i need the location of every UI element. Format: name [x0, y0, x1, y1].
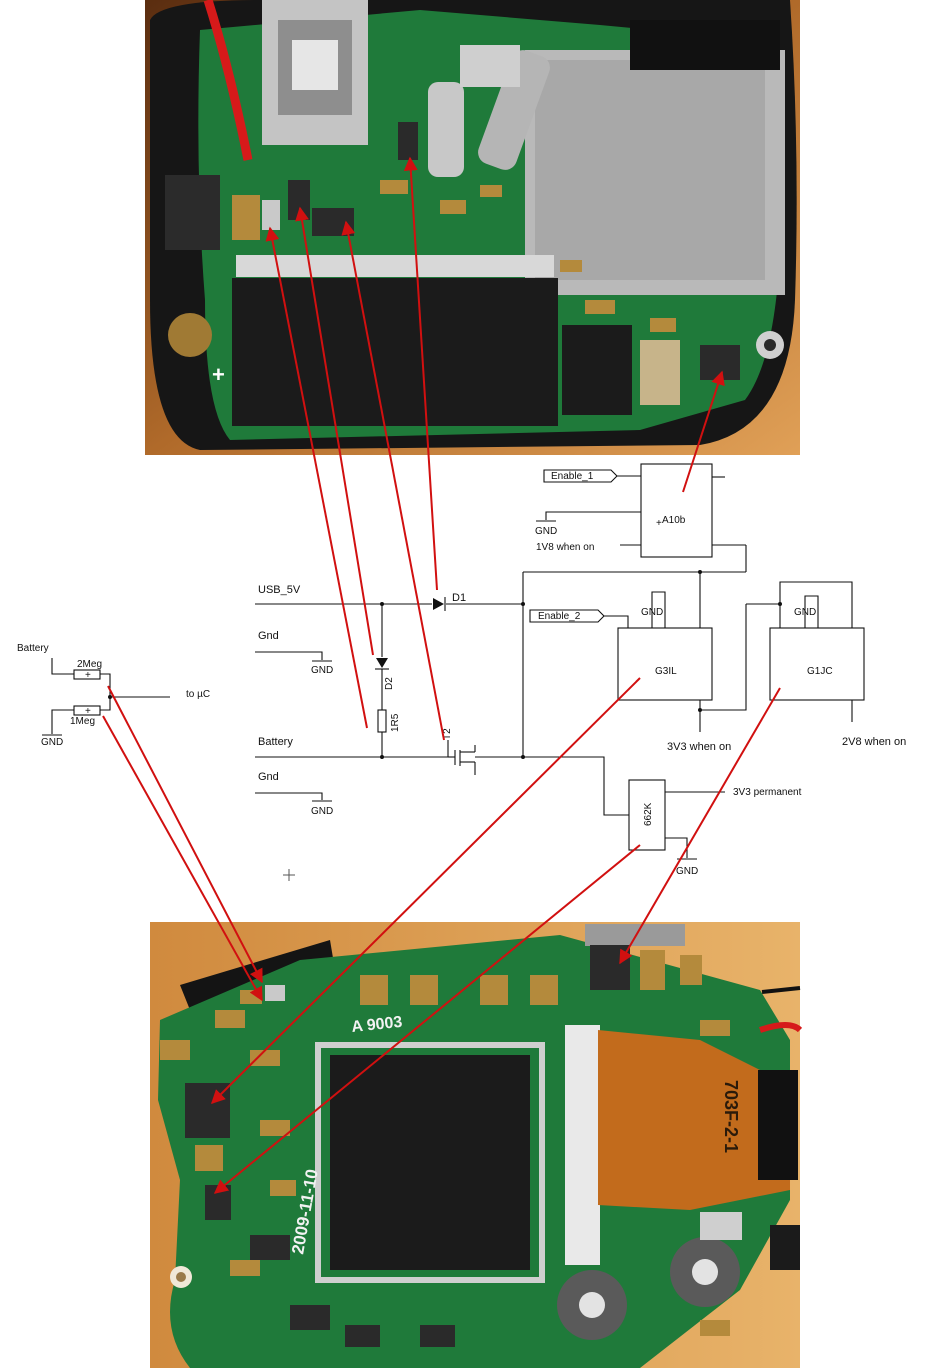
label-662k: 662K [643, 802, 654, 826]
r2meg-plus: + [85, 670, 91, 681]
label-enable-1: Enable_1 [551, 471, 594, 482]
crosshair-mark [283, 869, 295, 881]
label-g1jc: G1JC [807, 666, 833, 677]
label-1r5: 1R5 [390, 713, 401, 732]
schematic: USB_5V D1 Gnd GND D2 1R5 Battery [17, 463, 906, 881]
a10b-plus: + [656, 518, 662, 529]
r1meg-plus: + [85, 706, 91, 717]
net-enable-2 [529, 609, 605, 623]
regulator-662k [628, 779, 666, 851]
label-a10b: A10b [662, 515, 686, 526]
flex-label: 703F-2-1 [721, 1080, 741, 1153]
mosfet-t2 [447, 740, 476, 775]
arrow-a10b-to-top [682, 370, 725, 493]
regulator-g3il [617, 627, 713, 701]
top-chip-pins [236, 255, 554, 277]
arrow-g3il-to-bottom [211, 677, 641, 1104]
resistor-1r5 [377, 709, 387, 733]
gnd-symbol-g1jc: GND [794, 607, 816, 618]
label-3v3-permanent: 3V3 permanent [733, 787, 802, 798]
arrow-t2-to-top [341, 220, 445, 741]
label-2v8-on: 2V8 when on [842, 736, 906, 748]
arrow-g1jc-to-bottom [619, 687, 781, 965]
arrow-1r5-to-top [265, 226, 368, 729]
regulator-a10b [640, 463, 713, 558]
label-2meg: 2Meg [77, 659, 102, 670]
regulator-g1jc [769, 627, 865, 701]
gnd-symbol-divider: GND [41, 737, 63, 748]
gnd-symbol-2: GND [311, 806, 333, 817]
label-battery-left: Battery [17, 643, 49, 654]
gnd-symbol-g3il: GND [641, 607, 663, 618]
top-silkscreen-plus: + [212, 362, 225, 387]
label-gnd-1: Gnd [258, 630, 279, 642]
arrow-662k-to-bottom [213, 844, 641, 1194]
top-pcb-photo: + [145, 0, 800, 455]
label-usb-5v: USB_5V [258, 584, 301, 596]
diode-d1 [433, 597, 446, 611]
label-1v8: 1V8 when on [536, 542, 594, 553]
gnd-symbol-662k: GND [676, 866, 698, 877]
annotation-arrows [102, 156, 781, 1194]
arrow-1meg-to-bottom [102, 715, 263, 1002]
net-enable-1 [543, 469, 618, 483]
label-gnd-2: Gnd [258, 771, 279, 783]
label-1meg: 1Meg [70, 716, 95, 727]
label-to-uc: to µC [186, 689, 210, 700]
arrow-d2-to-top [295, 206, 374, 656]
arrow-d1-to-top [403, 156, 438, 591]
label-enable-2: Enable_2 [538, 611, 581, 622]
bottom-pcb-photo: A 9003 2009-11-10 703F-2-1 [150, 922, 803, 1368]
gnd-symbol-a10b: GND [535, 526, 557, 537]
board-label: A 9003 [351, 1014, 404, 1036]
gnd-symbol-1: GND [311, 665, 333, 676]
label-3v3-on: 3V3 when on [667, 741, 731, 753]
label-g3il: G3IL [655, 666, 677, 677]
label-d2: D2 [384, 677, 395, 690]
arrow-2meg-to-bottom [107, 685, 263, 984]
diode-d2 [375, 658, 389, 670]
label-t2: T2 [442, 728, 453, 740]
label-battery: Battery [258, 736, 293, 748]
label-d1: D1 [452, 592, 466, 604]
